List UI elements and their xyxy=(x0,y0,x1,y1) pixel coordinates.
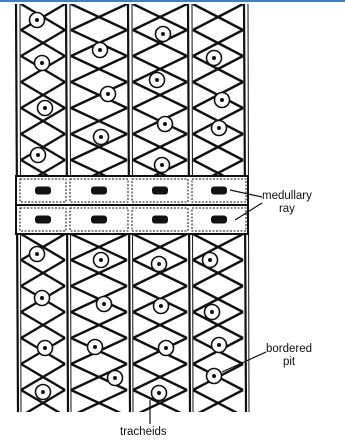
bordered-pit-aperture xyxy=(106,92,110,96)
ray-cell-nucleus xyxy=(152,216,168,224)
bordered-pit-aperture xyxy=(157,262,161,266)
bordered-pit-label-line1: bordered xyxy=(266,343,312,356)
bordered-pit-aperture xyxy=(35,18,39,22)
bordered-pit-aperture xyxy=(93,345,97,349)
bordered-pit-leader xyxy=(222,352,266,372)
bordered-pit-aperture xyxy=(160,163,164,167)
bordered-pit-aperture xyxy=(220,98,224,102)
bordered-pit-aperture xyxy=(99,135,103,139)
bordered-pit-aperture xyxy=(102,302,106,306)
bordered-pit-aperture xyxy=(41,390,45,394)
bordered-pit-aperture xyxy=(40,61,44,65)
bordered-pit-aperture xyxy=(161,32,165,36)
bordered-pit-label-line2: pit xyxy=(266,356,312,369)
ray-cell-nucleus xyxy=(35,216,51,224)
bordered-pit-aperture xyxy=(40,296,44,300)
tracheids-label: tracheids xyxy=(120,426,167,439)
bordered-pit-aperture xyxy=(163,122,167,126)
bordered-pit-aperture xyxy=(98,48,102,52)
bordered-pit-aperture xyxy=(99,258,103,262)
bordered-pit-aperture xyxy=(157,391,161,395)
ray-cell-nucleus xyxy=(35,187,51,195)
bordered-pit-aperture xyxy=(212,56,216,60)
medullary-ray-label-line1: medullary xyxy=(262,190,312,203)
ray-cell-nucleus xyxy=(211,216,227,224)
bordered-pit-aperture xyxy=(43,346,47,350)
bordered-pit-aperture xyxy=(159,304,163,308)
ray-cell-nucleus xyxy=(211,187,227,195)
bordered-pit-aperture xyxy=(212,374,216,378)
medullary-ray-label-line2: ray xyxy=(262,203,312,216)
bordered-pit-aperture xyxy=(208,258,212,262)
ray-cell-nucleus xyxy=(91,216,107,224)
bordered-pit-aperture xyxy=(164,346,168,350)
ray-cell-nucleus xyxy=(152,187,168,195)
bordered-pit-aperture xyxy=(36,153,40,157)
medullary-ray-cells xyxy=(16,176,248,234)
bordered-pit-aperture xyxy=(210,310,214,314)
bordered-pit-aperture xyxy=(155,78,159,82)
bordered-pit-aperture xyxy=(43,106,47,110)
medullary-ray-label: medullary ray xyxy=(262,190,312,216)
bordered-pit-aperture xyxy=(217,126,221,130)
bordered-pit-aperture xyxy=(217,343,221,347)
ray-cell-nucleus xyxy=(91,187,107,195)
bordered-pit-label: bordered pit xyxy=(266,343,312,369)
bordered-pit-aperture xyxy=(35,252,39,256)
bordered-pit-aperture xyxy=(113,376,117,380)
